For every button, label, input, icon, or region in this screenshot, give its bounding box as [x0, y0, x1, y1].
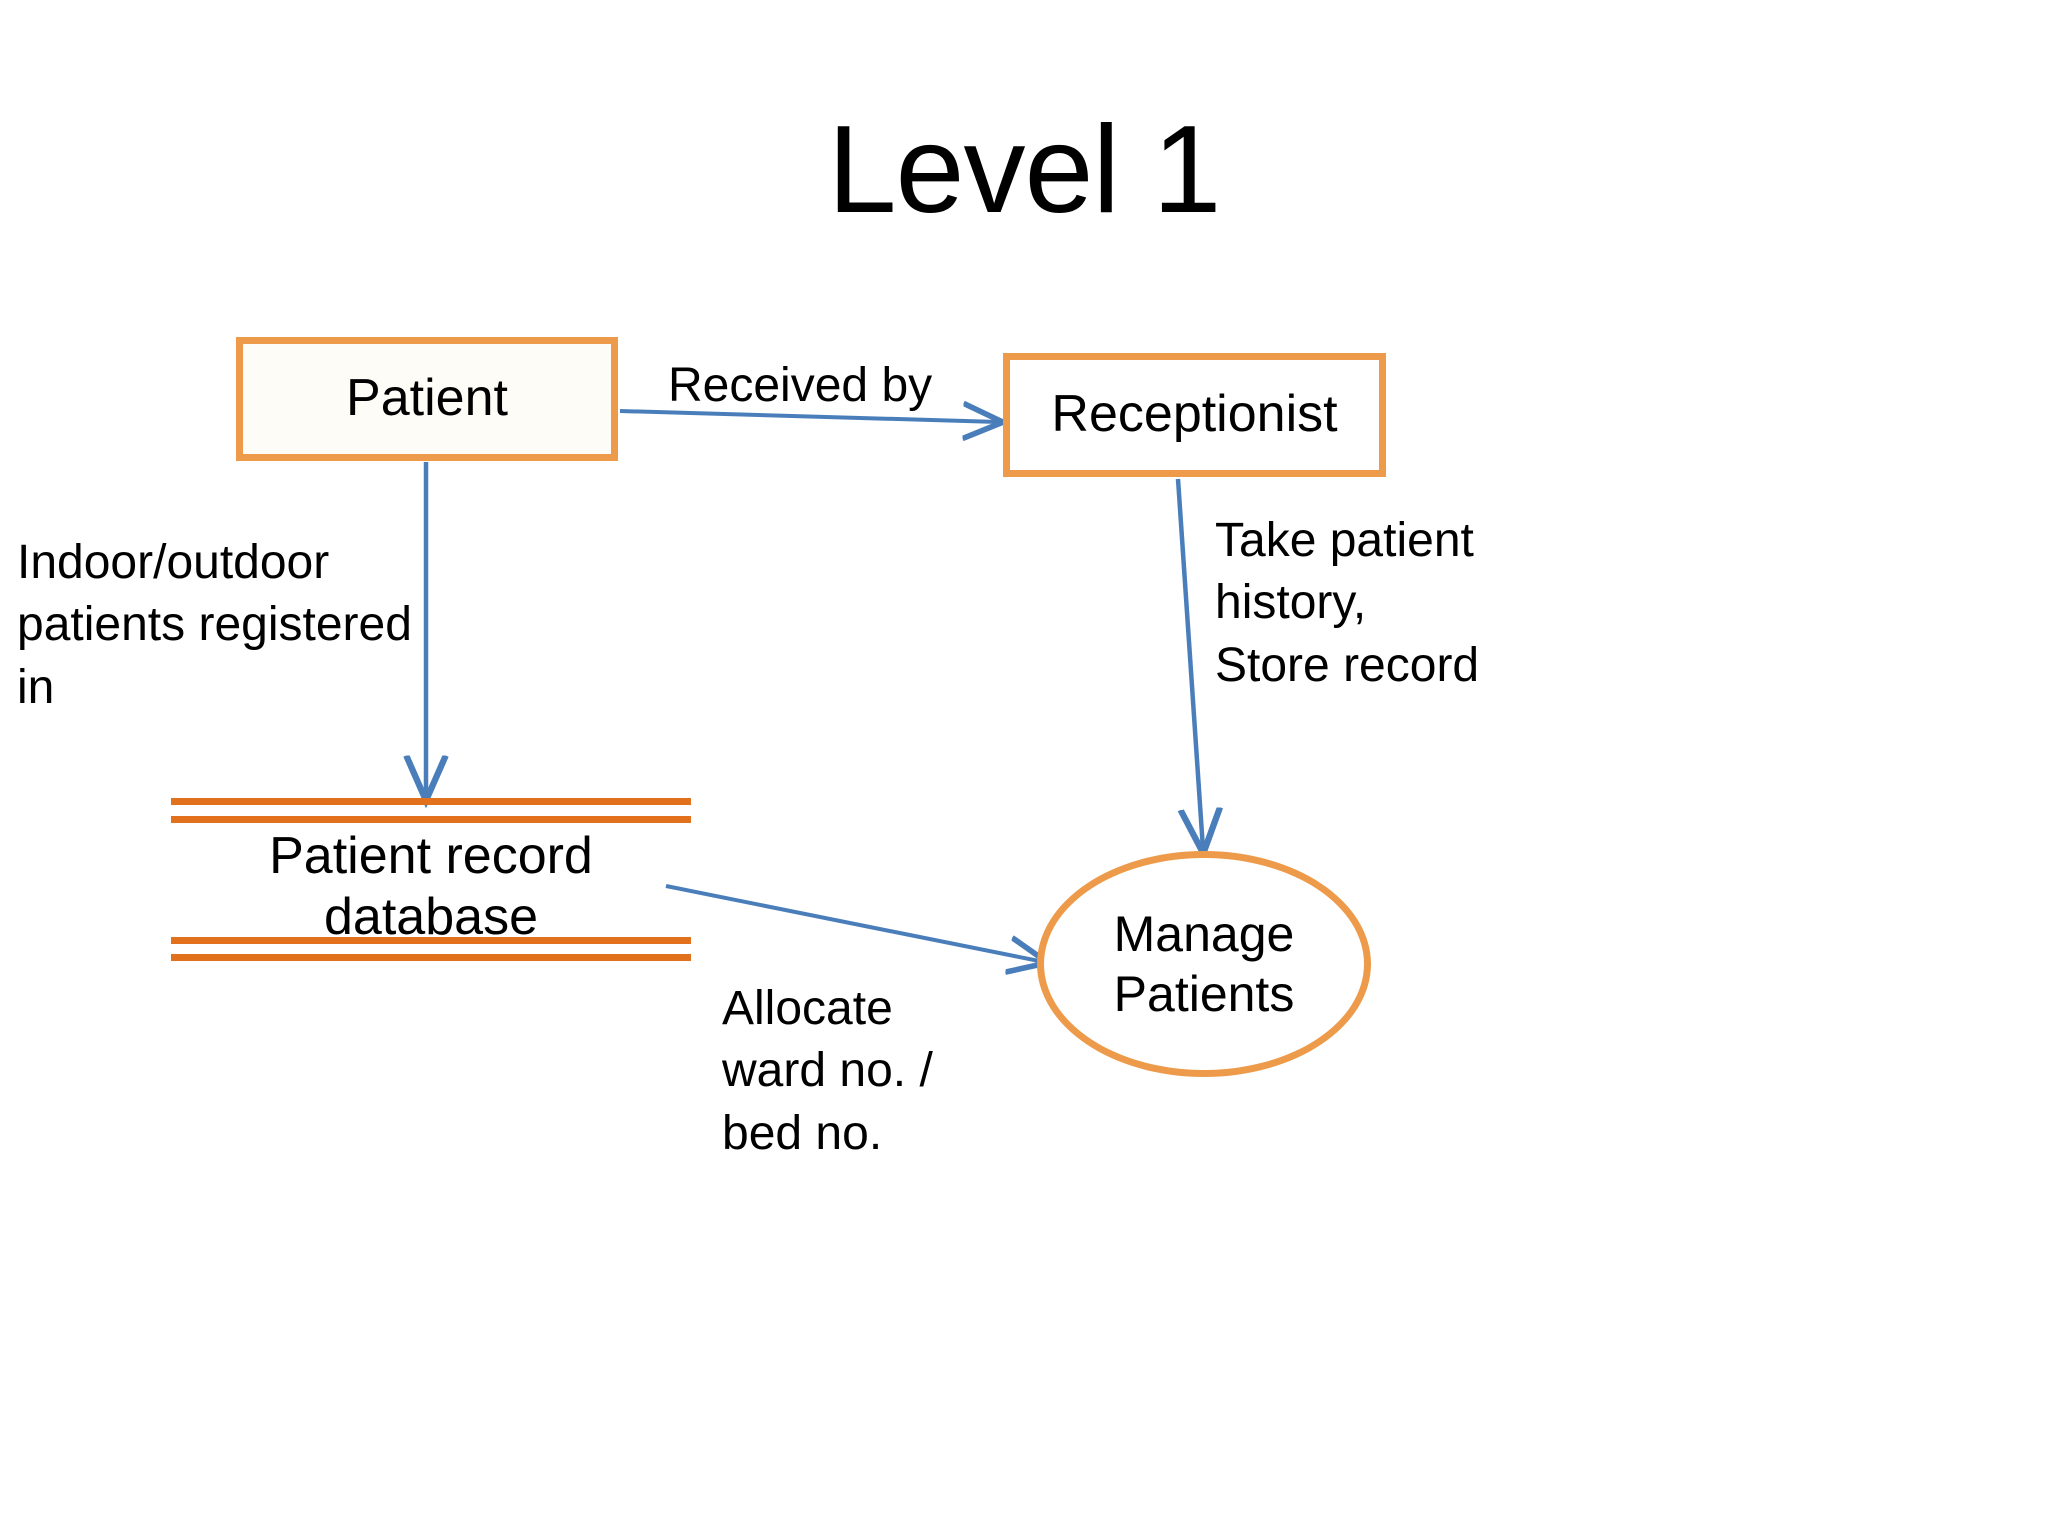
entity-patient-label: Patient [346, 369, 508, 428]
datastore-rule-bottom-inner [171, 937, 691, 944]
process-manage-patients-label: Manage Patients [1113, 906, 1295, 1022]
entity-receptionist-label: Receptionist [1051, 385, 1338, 444]
datastore-rule-bottom-outer [171, 954, 691, 961]
datastore-rule-top-inner [171, 816, 691, 823]
flow-arrow-take-history [1175, 478, 1203, 849]
flow-arrow-allocate-ward [665, 884, 1044, 962]
datastore-rule-top-outer [171, 798, 691, 805]
page-title: Level 1 [827, 101, 1222, 239]
flow-label-take-history: Take patient history, Store record [1215, 514, 1480, 692]
flow-label-received-by: Received by [668, 359, 933, 412]
entity-receptionist[interactable]: Receptionist [1003, 353, 1386, 477]
process-manage-patients[interactable]: Manage Patients [1037, 851, 1371, 1077]
flow-label-allocate-ward: Allocate ward no. / bed no. [722, 982, 933, 1160]
entity-patient[interactable]: Patient [236, 337, 618, 461]
datastore-label: Patient record database [269, 827, 593, 947]
datastore-patient-record-database[interactable] [171, 798, 691, 961]
flow-label-indoor-outdoor: Indoor/outdoor patients registered in [17, 536, 412, 714]
